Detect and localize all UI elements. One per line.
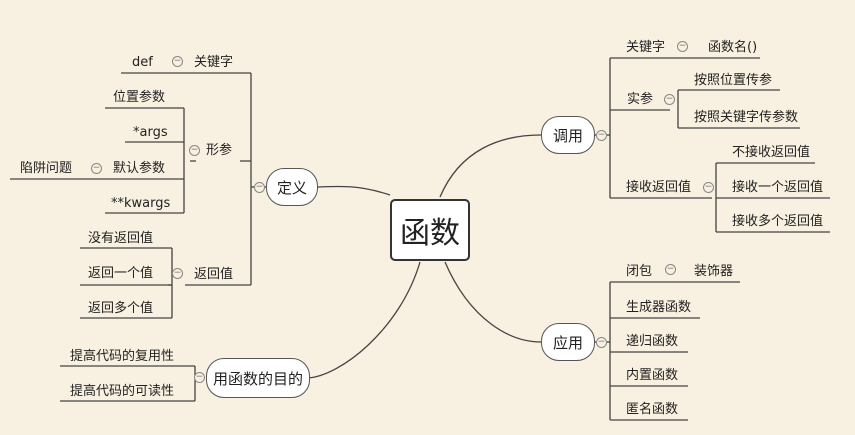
root-node[interactable]: 函数 bbox=[390, 199, 470, 261]
node-no-receive[interactable]: 不接收返回值 bbox=[732, 145, 811, 160]
node-default-param[interactable]: 默认参数 bbox=[113, 161, 166, 176]
collapse-toggle-call-keyword[interactable]: − bbox=[677, 41, 688, 52]
node-no-return[interactable]: 没有返回值 bbox=[88, 231, 154, 246]
collapse-toggle-keyword-def[interactable]: − bbox=[172, 56, 183, 67]
node-return-one[interactable]: 返回一个值 bbox=[88, 266, 154, 281]
node-anonymous[interactable]: 匿名函数 bbox=[626, 402, 679, 417]
branch-define[interactable]: 定义 bbox=[266, 168, 318, 206]
node-args[interactable]: *args bbox=[133, 125, 168, 140]
collapse-toggle-default-param[interactable]: − bbox=[91, 163, 102, 174]
node-receive-many[interactable]: 接收多个返回值 bbox=[732, 214, 824, 229]
collapse-toggle-apply[interactable]: − bbox=[596, 337, 607, 348]
collapse-toggle-params[interactable]: − bbox=[189, 145, 200, 156]
edge-root-call bbox=[439, 134, 542, 198]
node-keyword[interactable]: 关键字 bbox=[194, 55, 234, 70]
node-decorator[interactable]: 装饰器 bbox=[694, 264, 734, 279]
branch-call[interactable]: 调用 bbox=[541, 116, 595, 154]
node-recursive[interactable]: 递归函数 bbox=[626, 334, 679, 349]
node-returns[interactable]: 返回值 bbox=[194, 267, 234, 282]
node-def[interactable]: def bbox=[132, 55, 153, 70]
node-reusability[interactable]: 提高代码的复用性 bbox=[70, 349, 175, 364]
node-pitfall[interactable]: 陷阱问题 bbox=[20, 161, 73, 176]
branch-purpose[interactable]: 用函数的目的 bbox=[206, 358, 310, 398]
collapse-toggle-purpose[interactable]: − bbox=[194, 372, 205, 383]
node-params[interactable]: 形参 bbox=[206, 143, 233, 158]
node-closure[interactable]: 闭包 bbox=[626, 264, 653, 279]
node-call-keyword[interactable]: 关键字 bbox=[626, 40, 666, 55]
edge-root-define bbox=[317, 185, 391, 196]
collapse-toggle-receive[interactable]: − bbox=[703, 182, 714, 193]
collapse-toggle-returns[interactable]: − bbox=[172, 268, 183, 279]
edge-root-purpose bbox=[307, 261, 421, 379]
node-builtin[interactable]: 内置函数 bbox=[626, 368, 679, 383]
edge-root-apply bbox=[444, 261, 542, 343]
node-generator[interactable]: 生成器函数 bbox=[626, 300, 692, 315]
collapse-toggle-define[interactable]: − bbox=[254, 182, 265, 193]
collapse-toggle-call[interactable]: − bbox=[596, 130, 607, 141]
node-positional-param[interactable]: 位置参数 bbox=[113, 90, 166, 105]
node-positional-pass[interactable]: 按照位置传参 bbox=[694, 73, 773, 88]
node-keyword-pass[interactable]: 按照关键字传参数 bbox=[694, 110, 799, 125]
collapse-toggle-args[interactable]: − bbox=[664, 94, 675, 105]
node-receive-one[interactable]: 接收一个返回值 bbox=[732, 180, 824, 195]
node-func-name[interactable]: 函数名() bbox=[708, 40, 758, 55]
node-receive-return[interactable]: 接收返回值 bbox=[626, 180, 692, 195]
branch-apply[interactable]: 应用 bbox=[541, 323, 595, 361]
node-readability[interactable]: 提高代码的可读性 bbox=[70, 384, 175, 399]
collapse-toggle-closure[interactable]: − bbox=[665, 264, 676, 275]
node-kwargs[interactable]: **kwargs bbox=[111, 196, 171, 211]
node-actual-args[interactable]: 实参 bbox=[627, 92, 654, 107]
node-return-many[interactable]: 返回多个值 bbox=[88, 301, 154, 316]
